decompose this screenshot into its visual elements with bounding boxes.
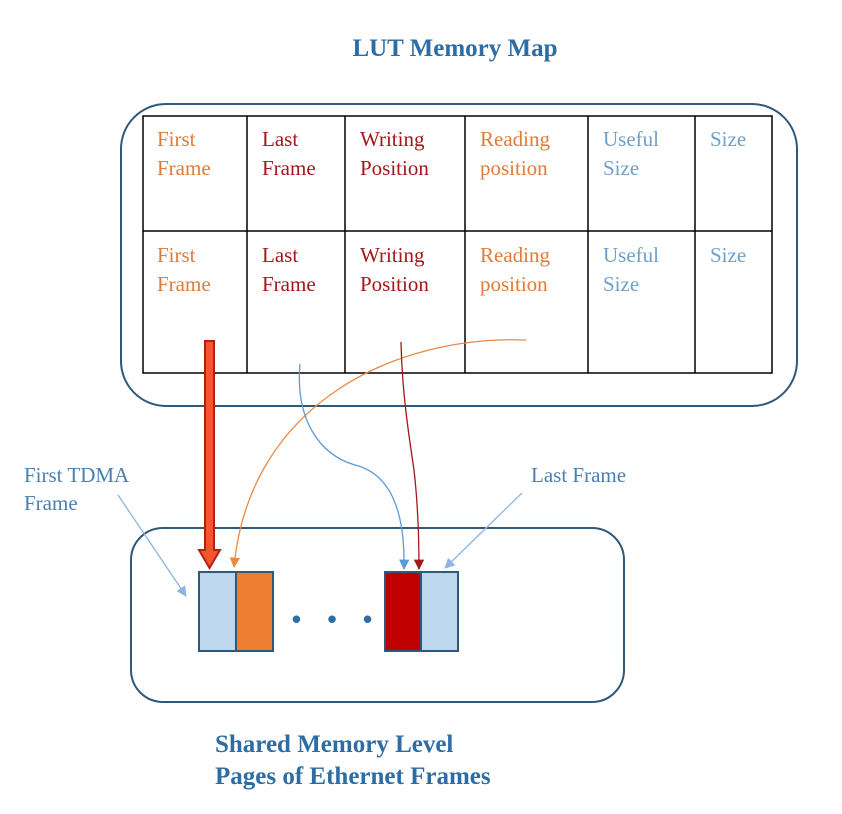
lut-table-border — [142, 115, 773, 374]
writing-position-arrow — [400, 341, 425, 571]
first-frame-block-arrow — [197, 340, 222, 570]
last-frame-page — [420, 571, 459, 652]
first-frame-page — [198, 571, 237, 652]
lut-title: LUT Memory Map — [352, 35, 557, 62]
ellipsis-dots: • • • — [289, 606, 382, 636]
reading-frame-page — [235, 571, 274, 652]
lut-table — [142, 115, 773, 374]
reading-position-arrow — [229, 339, 527, 569]
last-frame-pointer-arrow — [298, 363, 410, 571]
lut-cell-size: Size — [710, 243, 746, 267]
last-frame-label: Last Frame — [531, 463, 626, 487]
first-tdma-frame-pointer — [117, 494, 187, 597]
writing-frame-page — [384, 571, 422, 652]
last-frame-pointer — [444, 492, 523, 569]
lut-cell-size: Size — [710, 127, 746, 151]
